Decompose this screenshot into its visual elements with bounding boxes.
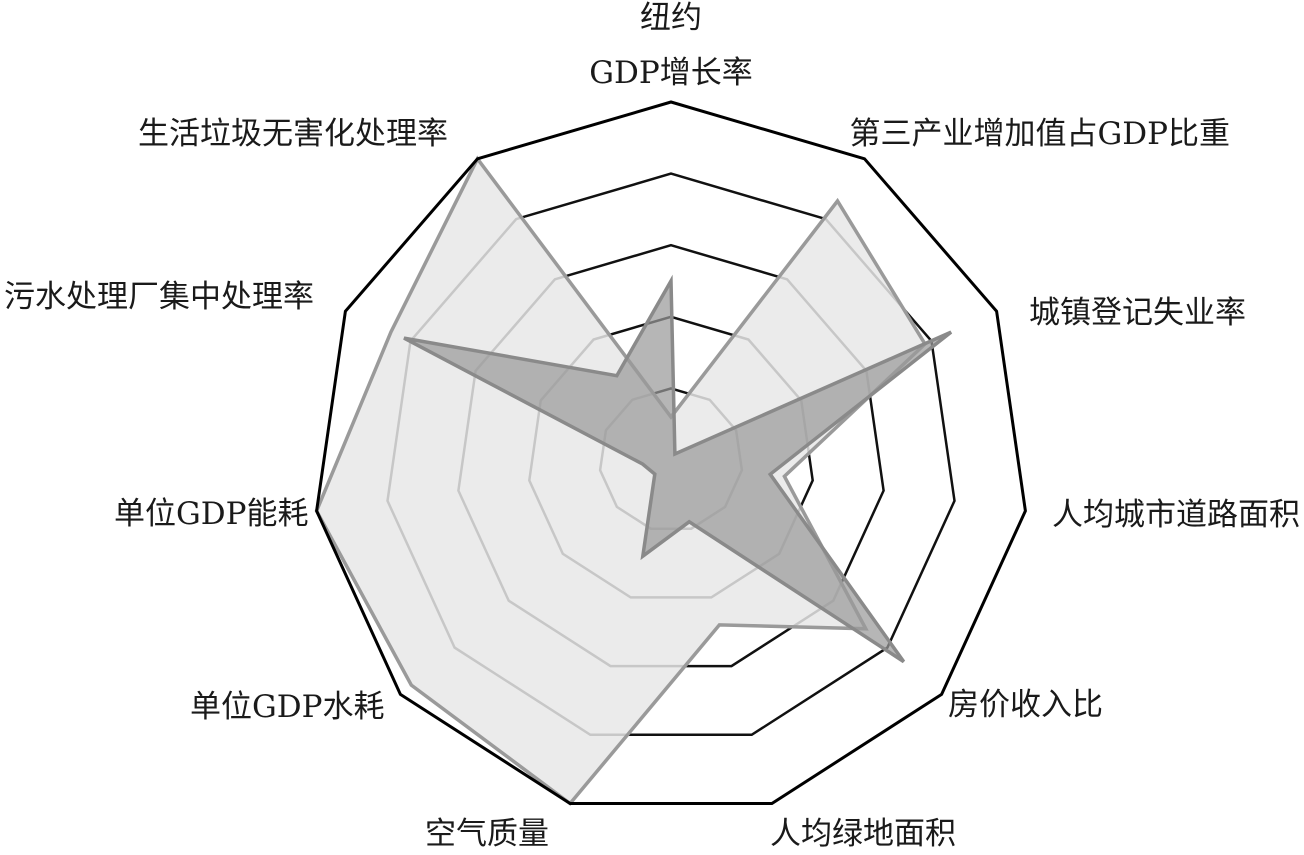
chart-title: 纽约 [640, 0, 702, 36]
outer-frame-layer [315, 100, 1027, 805]
axis-label-7: 空气质量 [425, 816, 549, 850]
axis-label-layer: GDP增长率第三产业增加值占GDP比重城镇登记失业率人均城市道路面积房价收入比人… [4, 55, 1300, 852]
series-2-area [403, 274, 953, 664]
axis-label-10: 污水处理厂集中处理率 [4, 279, 314, 315]
axis-label-3: 城镇登记失业率 [1029, 295, 1246, 331]
axis-label-1: GDP增长率 [589, 55, 752, 91]
axis-label-4: 人均城市道路面积 [1052, 497, 1300, 533]
axis-label-9: 单位GDP能耗 [114, 496, 308, 532]
axis-label-11: 生活垃圾无害化处理率 [138, 116, 448, 152]
series-1-area [314, 155, 928, 806]
axis-label-8: 单位GDP水耗 [190, 689, 384, 725]
axis-label-2: 第三产业增加值占GDP比重 [850, 116, 1230, 152]
axis-label-6: 人均绿地面积 [770, 816, 956, 850]
axis-label-5: 房价收入比 [948, 687, 1103, 723]
outer-frame [315, 100, 1027, 805]
series-layer [314, 155, 953, 806]
